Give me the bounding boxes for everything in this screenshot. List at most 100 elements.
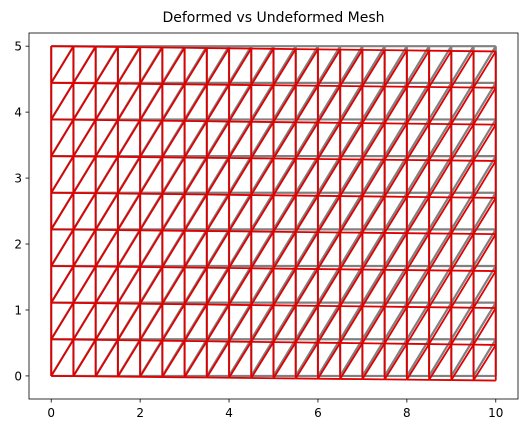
deformed-mesh-edge-diag bbox=[228, 121, 253, 159]
y-tick-label: 2 bbox=[14, 238, 22, 252]
x-tick-label: 6 bbox=[314, 406, 322, 420]
deformed-mesh-edge-diag bbox=[206, 121, 230, 159]
undeformed-mesh-edge-diag bbox=[294, 302, 319, 340]
deformed-mesh-edge-diag bbox=[339, 85, 364, 124]
deformed-mesh-edge-diag bbox=[206, 47, 230, 86]
deformed-mesh-edge-diag bbox=[317, 85, 341, 124]
undeformed-mesh-edge-diag bbox=[428, 82, 453, 121]
deformed-mesh-edge-diag bbox=[206, 157, 230, 195]
deformed-mesh-edge-diag bbox=[50, 339, 75, 377]
deformed-mesh-edge-diag bbox=[250, 48, 275, 86]
deformed-mesh-edge-diag bbox=[139, 47, 164, 85]
deformed-mesh-edge-diag bbox=[383, 269, 408, 308]
deformed-mesh-edge-diag bbox=[472, 87, 497, 125]
undeformed-mesh-edge-diag bbox=[228, 118, 253, 157]
deformed-mesh-edge-diag bbox=[139, 266, 164, 305]
deformed-mesh-edge-diag bbox=[383, 159, 408, 198]
undeformed-mesh-edge-diag bbox=[339, 192, 364, 230]
undeformed-mesh-edge-diag bbox=[361, 302, 386, 340]
undeformed-mesh-edge-diag bbox=[405, 302, 431, 340]
deformed-mesh-edge-diag bbox=[406, 196, 430, 234]
undeformed-mesh-edge-diag bbox=[472, 155, 497, 194]
deformed-mesh-edge-diag bbox=[183, 157, 208, 195]
deformed-mesh bbox=[50, 45, 497, 382]
undeformed-mesh-edge-diag bbox=[272, 265, 297, 304]
undeformed-mesh-edge-diag bbox=[361, 45, 386, 84]
undeformed-mesh-edge-diag bbox=[250, 82, 275, 121]
undeformed-mesh-edge-diag bbox=[450, 118, 475, 157]
deformed-mesh-edge-diag bbox=[250, 231, 275, 269]
deformed-mesh-edge-diag bbox=[161, 83, 186, 122]
undeformed-mesh-edge-diag bbox=[317, 45, 342, 84]
undeformed-mesh-edge-diag bbox=[294, 338, 319, 377]
undeformed-mesh-edge-diag bbox=[339, 155, 364, 194]
deformed-mesh-edge-diag bbox=[383, 306, 408, 344]
deformed-mesh-edge-diag bbox=[272, 231, 297, 270]
deformed-mesh-edge-diag bbox=[428, 159, 453, 198]
undeformed-mesh-edge-diag bbox=[428, 338, 453, 377]
undeformed-mesh-edge-diag bbox=[428, 45, 453, 84]
deformed-mesh-edge-diag bbox=[272, 195, 297, 233]
deformed-mesh-edge-diag bbox=[450, 307, 475, 345]
deformed-mesh-edge-diag bbox=[339, 269, 364, 307]
deformed-mesh-edge-diag bbox=[161, 340, 186, 378]
deformed-mesh-edge-diag bbox=[428, 270, 453, 308]
undeformed-mesh-edge-diag bbox=[250, 265, 275, 304]
undeformed-mesh-edge-diag bbox=[405, 265, 431, 304]
deformed-mesh-edge-diag bbox=[294, 268, 319, 307]
deformed-mesh-edge-diag bbox=[72, 82, 97, 121]
deformed-mesh-edge-diag bbox=[450, 160, 475, 198]
deformed-mesh-edge-diag bbox=[272, 48, 297, 86]
deformed-mesh-edge-diag bbox=[272, 305, 297, 343]
deformed-mesh-edge-diag bbox=[161, 193, 186, 232]
deformed-mesh-edge-diag bbox=[206, 84, 230, 122]
deformed-mesh-edge-diag bbox=[250, 194, 275, 232]
deformed-mesh-edge-diag bbox=[72, 156, 97, 194]
undeformed-mesh-edge-diag bbox=[205, 82, 230, 121]
undeformed-mesh-edge-diag bbox=[383, 118, 408, 157]
deformed-mesh-edge-diag bbox=[472, 124, 497, 162]
undeformed-mesh-edge-diag bbox=[272, 302, 297, 340]
y-tick-label: 3 bbox=[14, 172, 22, 186]
undeformed-mesh-edge-diag bbox=[317, 338, 342, 377]
deformed-mesh-edge-diag bbox=[161, 47, 186, 85]
deformed-mesh-edge-diag bbox=[383, 123, 408, 161]
y-tick-label: 1 bbox=[14, 303, 22, 317]
undeformed-mesh-edge-diag bbox=[294, 118, 319, 157]
deformed-mesh-edge-diag bbox=[94, 339, 119, 377]
undeformed-mesh-edge-diag bbox=[250, 302, 275, 340]
undeformed-mesh-edge-diag bbox=[205, 338, 230, 377]
undeformed-mesh-edge-diag bbox=[294, 192, 319, 230]
undeformed-mesh-edge-diag bbox=[361, 192, 386, 230]
axes-frame bbox=[28, 32, 519, 400]
deformed-mesh-edge-diag bbox=[161, 303, 186, 342]
x-tick-label: 2 bbox=[136, 406, 144, 420]
deformed-mesh-edge-diag bbox=[294, 305, 319, 343]
undeformed-mesh-edge-diag bbox=[272, 155, 297, 194]
deformed-mesh-edge-diag bbox=[472, 344, 497, 381]
deformed-mesh-edge-diag bbox=[228, 48, 253, 86]
deformed-mesh-edge-diag bbox=[183, 304, 208, 342]
undeformed-mesh-edge-diag bbox=[405, 228, 431, 267]
deformed-mesh-edge-diag bbox=[50, 82, 75, 120]
deformed-mesh-edge-diag bbox=[228, 157, 253, 196]
deformed-mesh-edge-diag bbox=[94, 119, 119, 158]
deformed-mesh-edge-diag bbox=[161, 120, 186, 158]
undeformed-mesh-edge-diag bbox=[317, 302, 342, 340]
undeformed-mesh-edge-diag bbox=[472, 265, 497, 304]
undeformed-mesh-edge-diag bbox=[294, 155, 319, 194]
undeformed-mesh-edge-diag bbox=[317, 118, 342, 157]
deformed-mesh-edge-diag bbox=[361, 86, 386, 124]
undeformed-mesh-edge-diag bbox=[272, 228, 297, 267]
deformed-mesh-edge-diag bbox=[428, 306, 453, 345]
deformed-mesh-edge-diag bbox=[294, 231, 319, 270]
deformed-mesh-edge-diag bbox=[428, 50, 453, 88]
deformed-mesh-edge-diag bbox=[228, 194, 253, 232]
undeformed-mesh-edge-diag bbox=[228, 338, 253, 377]
deformed-mesh-edge-diag bbox=[228, 267, 253, 306]
undeformed-mesh-edge-diag bbox=[428, 228, 453, 267]
deformed-mesh-edge-diag bbox=[450, 233, 475, 272]
deformed-mesh-edge-diag bbox=[272, 158, 297, 196]
